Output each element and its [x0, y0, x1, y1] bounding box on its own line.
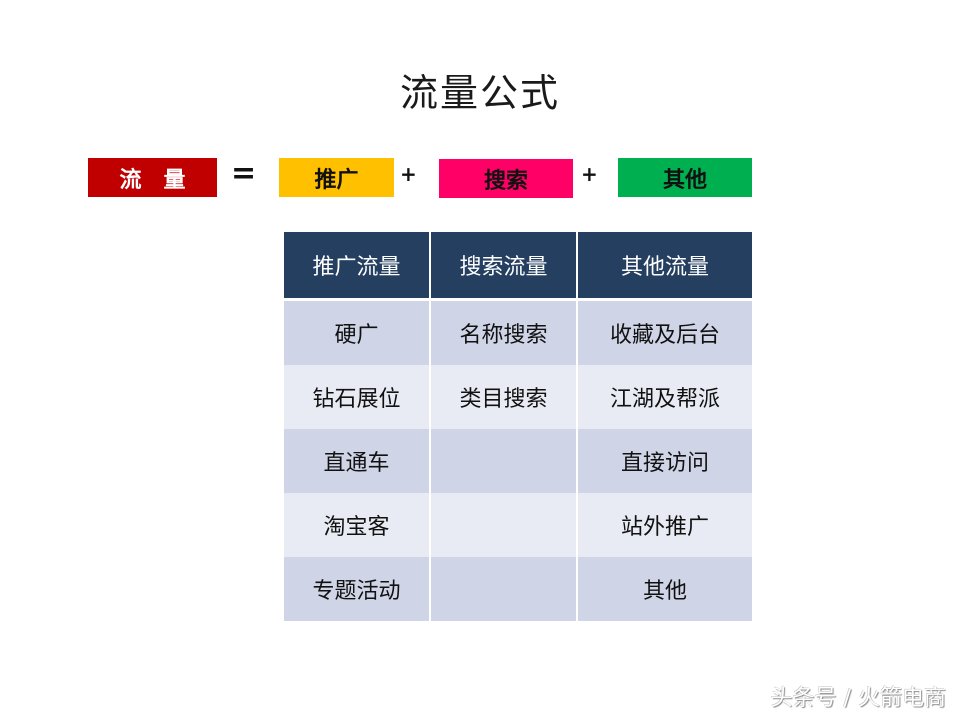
table-row: 钻石展位 类目搜索 江湖及帮派: [284, 365, 752, 429]
plus-sign: +: [400, 162, 417, 186]
table-cell: 站外推广: [576, 493, 752, 557]
plus-sign: +: [581, 162, 598, 186]
table-cell: [429, 429, 578, 493]
equals-sign: =: [231, 156, 257, 191]
table-row: 专题活动 其他: [284, 557, 752, 621]
formula-term-promotion: 推广: [279, 158, 394, 197]
table-row: 直通车 直接访问: [284, 429, 752, 493]
formula-term-label: 推广: [314, 167, 359, 193]
table-header-row: 推广流量 搜索流量 其他流量: [284, 232, 752, 301]
table-cell: 名称搜索: [429, 299, 578, 365]
formula-term-other: 其他: [618, 158, 752, 197]
table-cell: 淘宝客: [284, 493, 431, 557]
table-cell: [429, 493, 578, 557]
table-cell: 江湖及帮派: [576, 365, 752, 429]
table-cell: [429, 557, 578, 621]
header-other-traffic: 其他流量: [576, 232, 752, 301]
formula-term-search: 搜索: [439, 159, 573, 198]
table-cell: 钻石展位: [284, 365, 431, 429]
header-promotion-traffic: 推广流量: [284, 232, 431, 301]
header-search-traffic: 搜索流量: [429, 232, 578, 301]
watermark: 头条号 / 火箭电商: [770, 686, 946, 711]
formula-result-label: 流 量: [119, 167, 186, 193]
table-cell: 硬广: [284, 299, 431, 365]
page-title: 流量公式: [399, 71, 560, 115]
table-row: 硬广 名称搜索 收藏及后台: [284, 299, 752, 365]
table-cell: 专题活动: [284, 557, 431, 621]
formula-result-box: 流 量: [88, 158, 217, 197]
traffic-table: 推广流量 搜索流量 其他流量 硬广 名称搜索 收藏及后台 钻石展位 类目搜索 江…: [284, 232, 752, 621]
table-row: 淘宝客 站外推广: [284, 493, 752, 557]
table-cell: 其他: [576, 557, 752, 621]
formula-term-label: 搜索: [483, 168, 528, 194]
table-cell: 收藏及后台: [576, 299, 752, 365]
formula-term-label: 其他: [662, 167, 707, 193]
table-cell: 直通车: [284, 429, 431, 493]
table-cell: 类目搜索: [429, 365, 578, 429]
table-cell: 直接访问: [576, 429, 752, 493]
